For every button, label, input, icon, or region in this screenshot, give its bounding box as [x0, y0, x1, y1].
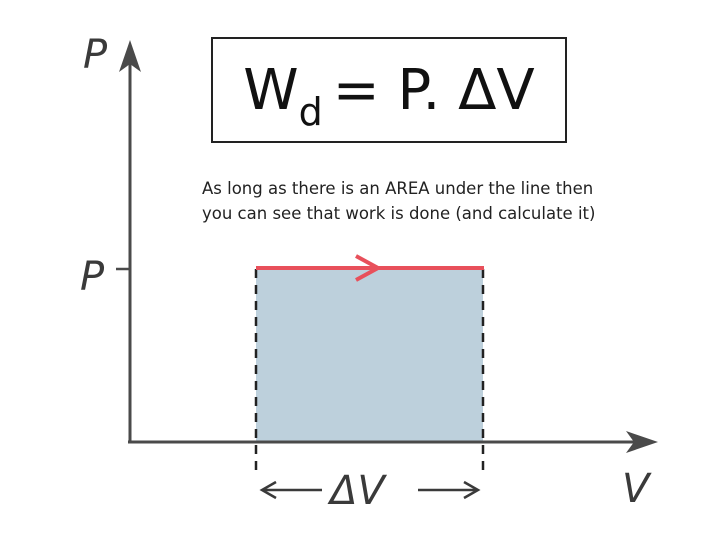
y-axis-arrowhead-icon — [119, 40, 141, 72]
process-direction-arrow-icon — [355, 254, 380, 282]
formula-rest: = P. ΔV — [332, 57, 535, 123]
delta-v-right-arrowhead-icon — [463, 480, 481, 500]
delta-v-label: ΔV — [327, 468, 387, 514]
explanation-caption: As long as there is an AREA under the li… — [202, 176, 672, 226]
y-axis-label: P — [83, 32, 108, 78]
pressure-tick-label: P — [80, 254, 105, 300]
delta-v-left-arrowhead-icon — [259, 480, 277, 500]
x-axis-arrowhead-icon — [626, 431, 658, 453]
x-axis-label: V — [622, 466, 652, 512]
formula-subscript: d — [298, 90, 323, 134]
formula-work-symbol: W — [243, 57, 299, 123]
caption-line-2: you can see that work is done (and calcu… — [202, 204, 596, 223]
work-area — [256, 269, 483, 442]
caption-line-1: As long as there is an AREA under the li… — [202, 179, 594, 198]
